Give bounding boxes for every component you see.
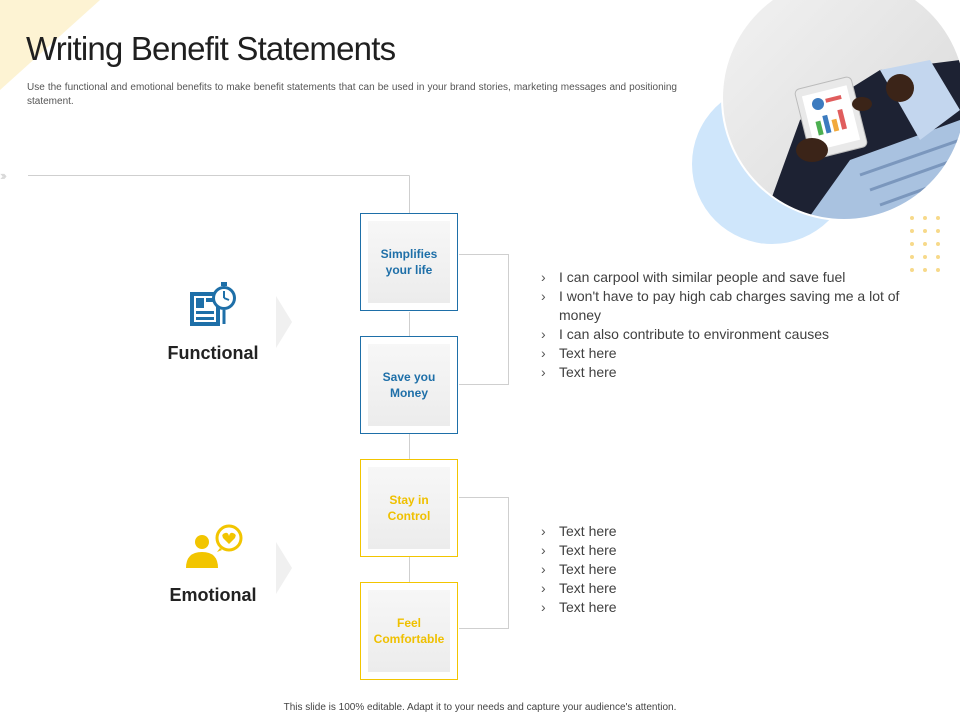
bullet-marker-icon: › [541,345,546,361]
list-item: › Text here [541,598,841,617]
list-item: › Text here [541,344,903,363]
bullet-text: Text here [559,599,617,615]
bullet-text: Text here [559,580,617,596]
bullet-text: Text here [559,523,617,539]
bullet-text: Text here [559,345,617,361]
chevron-right-icon [276,296,292,348]
chevron-right-icon [276,542,292,594]
benefit-label: Stay in Control [368,467,450,549]
functional-bullet-list: › I can carpool with similar people and s… [541,268,903,382]
footer-note: This slide is 100% editable. Adapt it to… [283,702,677,713]
bullet-marker-icon: › [541,523,546,539]
benefit-label: Save you Money [368,344,450,426]
bullet-marker-icon: › [541,561,546,577]
person-heart-icon [186,524,243,568]
triple-chevron-icon: ››› [0,168,7,183]
bullet-text: Text here [559,364,617,380]
bullet-text: I can carpool with similar people and sa… [559,269,846,285]
person-with-tablet-photo [692,0,960,272]
bullet-marker-icon: › [541,288,546,304]
bullet-marker-icon: › [541,580,546,596]
list-item: › I won't have to pay high cab charges sa… [541,287,903,325]
list-item: › I can carpool with similar people and s… [541,268,903,287]
bullet-marker-icon: › [541,269,546,285]
benefit-box-feel-comfortable: Feel Comfortable [360,582,458,680]
bullet-marker-icon: › [541,542,546,558]
list-item: › I can also contribute to environment ca… [541,325,903,344]
bullet-marker-icon: › [541,599,546,615]
list-item: › Text here [541,541,841,560]
benefit-box-simplifies-your-life: Simplifies your life [360,213,458,311]
bullet-text: Text here [559,542,617,558]
bullet-text: I can also contribute to environment cau… [559,326,830,342]
list-item: › Text here [541,363,903,382]
bullet-text: Text here [559,561,617,577]
emotional-label: Emotional [169,585,257,605]
benefit-label: Simplifies your life [368,221,450,303]
list-item: › Text here [541,522,841,541]
bullet-text: I won't have to pay high cab charges sav… [559,288,900,323]
list-item: › Text here [541,560,841,579]
blueprint-clock-icon [190,282,236,326]
page-title: Writing Benefit Statements [26,30,396,67]
page-subtitle: Use the functional and emotional benefit… [27,82,677,107]
bullet-marker-icon: › [541,326,546,342]
list-item: › Text here [541,579,841,598]
benefit-box-save-you-money: Save you Money [360,336,458,434]
functional-label: Functional [167,343,259,363]
benefit-label: Feel Comfortable [368,590,450,672]
benefit-box-stay-in-control: Stay in Control [360,459,458,557]
bullet-marker-icon: › [541,364,546,380]
emotional-bullet-list: › Text here › Text here › Text here › Text h… [541,522,841,617]
corner-decoration [0,0,100,90]
